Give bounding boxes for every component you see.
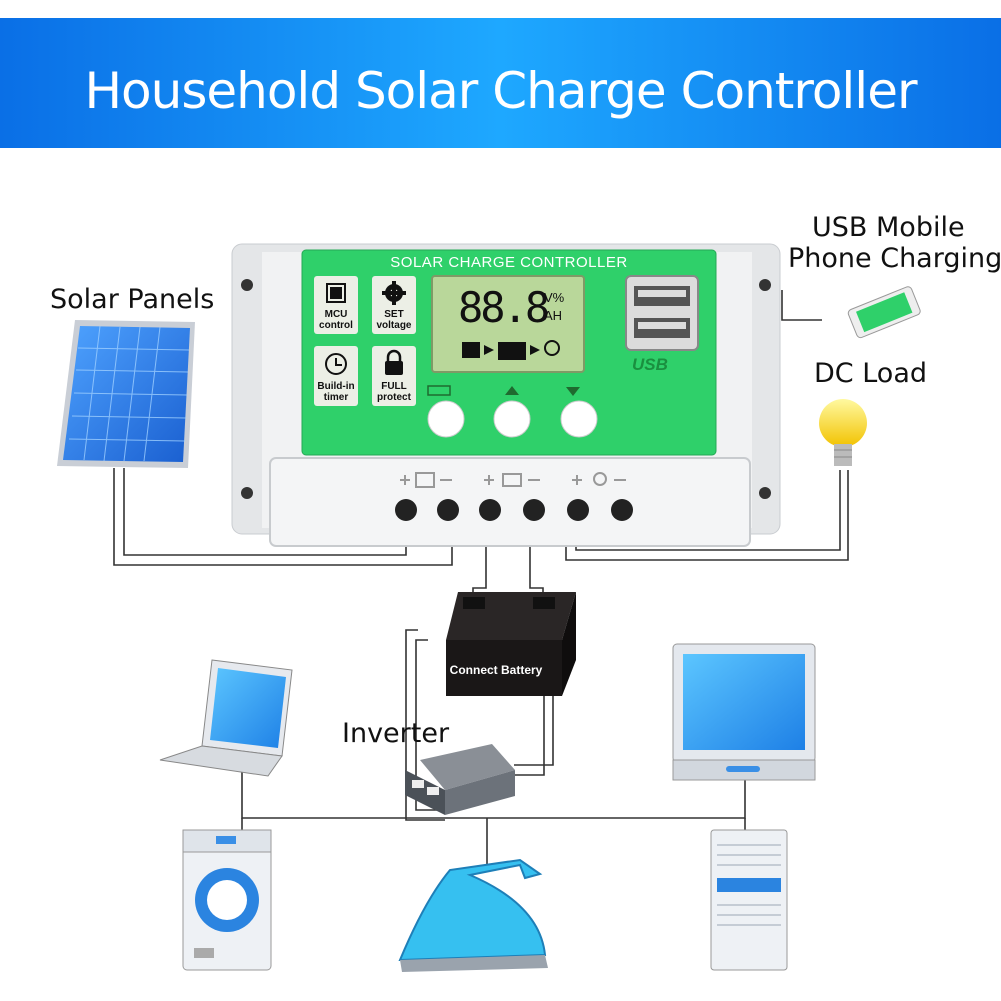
phone-icon (847, 286, 921, 339)
laptop-icon (160, 660, 292, 776)
usb-charging-label-line1: USB Mobile (812, 212, 965, 243)
inverter-label: Inverter (342, 718, 449, 749)
light-bulb-icon (819, 399, 867, 466)
solar-panel-icon (57, 320, 195, 468)
washing-machine-icon (183, 830, 271, 970)
solar-panels-label: Solar Panels (50, 284, 214, 315)
connect-battery-label: Connect Battery (446, 663, 546, 677)
lcd-unit-top: V% (544, 290, 564, 305)
iron-icon (400, 860, 548, 972)
dc-load-label: DC Load (814, 358, 927, 389)
battery-icon (446, 592, 576, 696)
usb-port (626, 276, 698, 350)
controller-panel-title: SOLAR CHARGE CONTROLLER (302, 254, 716, 271)
up-button (494, 401, 530, 437)
lcd-unit-bottom: AH (544, 308, 562, 323)
air-conditioner-icon (711, 830, 787, 970)
lcd-value: 88.8 (458, 283, 547, 332)
down-button (561, 401, 597, 437)
usb-charging-label-line2: Phone Charging (788, 243, 1001, 274)
menu-button (428, 401, 464, 437)
inverter-icon (405, 744, 515, 815)
monitor-icon (673, 644, 815, 780)
usb-label: USB (632, 355, 668, 375)
